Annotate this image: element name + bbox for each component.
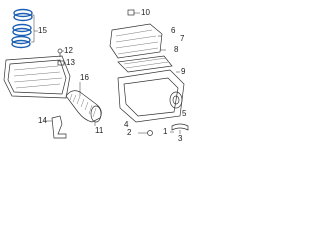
callout-13: 13 <box>66 58 75 67</box>
callout-4: 4 <box>124 120 129 129</box>
callout-5: 5 <box>182 109 187 118</box>
clip-part <box>127 9 135 16</box>
callout-1: 1 <box>163 127 168 136</box>
exploded-view-drawing <box>3 8 189 139</box>
callout-9: 9 <box>181 67 186 76</box>
leader-15-bracket <box>31 14 35 43</box>
air-cleaner-cover <box>3 55 71 99</box>
hose-part <box>171 123 189 131</box>
callout-16: 16 <box>80 73 89 82</box>
seal-ring-set <box>11 8 33 49</box>
callout-8: 8 <box>174 45 179 54</box>
grommet-part <box>147 130 153 136</box>
air-cleaner-body <box>117 69 185 123</box>
callout-2: 2 <box>127 128 132 137</box>
callout-15: 15 <box>38 26 47 35</box>
callout-3: 3 <box>178 134 183 143</box>
callout-6: 6 <box>171 26 176 35</box>
parts-diagram: 10 15 6 7 12 8 13 9 16 5 14 11 2 3 1 4 <box>0 0 200 147</box>
callout-11: 11 <box>95 126 104 135</box>
mounting-bracket <box>51 115 67 139</box>
upper-duct <box>109 23 163 59</box>
callout-7: 7 <box>180 34 185 43</box>
filter-element <box>117 55 173 73</box>
callout-12: 12 <box>64 46 73 55</box>
callout-14: 14 <box>38 116 47 125</box>
intake-duct <box>65 90 102 123</box>
callout-10: 10 <box>141 8 150 17</box>
